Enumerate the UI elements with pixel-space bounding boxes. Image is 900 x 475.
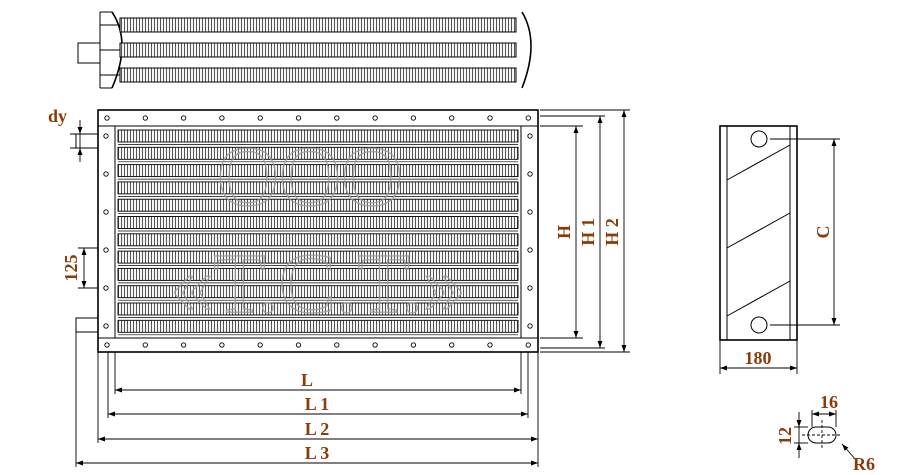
mounting-hole <box>103 323 109 329</box>
mounting-hole <box>372 342 378 348</box>
side-view-upper-port <box>750 130 768 148</box>
mounting-holes <box>103 115 533 348</box>
dim-h: H <box>540 125 583 339</box>
top-view-tube <box>119 17 517 33</box>
dim-pitch: 125 <box>61 247 98 289</box>
finned-tube <box>117 198 519 212</box>
top-view-tube <box>119 42 517 58</box>
label-h2: H 2 <box>602 218 622 246</box>
top-view-right-collector <box>521 11 532 89</box>
mounting-hole <box>525 342 531 348</box>
side-view-lower-port <box>750 316 768 334</box>
mounting-hole <box>449 115 455 121</box>
finned-tube <box>117 267 519 281</box>
label-slot-height: 12 <box>775 427 795 445</box>
mounting-hole <box>334 115 340 121</box>
mounting-hole <box>180 115 187 121</box>
finned-tube <box>117 285 519 299</box>
mounting-hole <box>257 342 263 348</box>
label-dy: dy <box>48 106 67 126</box>
mounting-hole <box>410 115 417 121</box>
mounting-hole <box>527 285 533 291</box>
top-view-tubes <box>100 17 517 83</box>
mounting-hole <box>295 115 302 121</box>
dim-l: L <box>114 352 522 394</box>
watermark-line-1: ООО <box>217 128 403 224</box>
dim-l2: L 2 <box>97 352 539 443</box>
mounting-hole <box>449 342 455 348</box>
finned-tube <box>117 233 519 247</box>
finned-tube <box>117 216 519 229</box>
label-l1: L 1 <box>305 394 330 414</box>
finned-tube <box>117 129 519 143</box>
slot-detail: 16 12 R6 <box>775 392 875 474</box>
top-view-tube <box>119 67 517 83</box>
mounting-hole <box>103 209 109 215</box>
mounting-hole <box>103 247 109 253</box>
dim-l3: L 3 <box>75 332 539 467</box>
mounting-hole <box>527 247 533 253</box>
mounting-hole <box>527 323 533 329</box>
dim-h2: H 2 <box>540 109 630 353</box>
label-l2: L 2 <box>305 419 330 439</box>
label-h1: H 1 <box>578 218 598 246</box>
dim-dy: dy <box>48 106 98 162</box>
front-view-tubes <box>117 129 519 336</box>
top-view <box>77 11 532 89</box>
label-l3: L 3 <box>305 443 330 463</box>
inlet-pipe <box>75 133 99 149</box>
mounting-hole <box>527 209 533 215</box>
front-view-frame <box>97 109 539 353</box>
label-slot-width: 16 <box>820 392 838 412</box>
mounting-hole <box>180 342 187 348</box>
mounting-hole <box>103 285 109 291</box>
mounting-hole <box>103 171 109 177</box>
watermark-line-2: «Т.С.Т.» <box>170 235 466 331</box>
dim-l1: L 1 <box>107 352 529 418</box>
mounting-hole <box>527 133 533 139</box>
finned-tube <box>117 302 519 316</box>
dim-h1: H 1 <box>540 115 605 349</box>
side-view <box>719 125 798 341</box>
finned-tube <box>117 250 519 264</box>
mounting-hole <box>525 115 531 121</box>
mounting-hole <box>104 115 110 121</box>
mounting-hole <box>527 171 533 177</box>
label-c: C <box>813 226 833 239</box>
mounting-hole <box>142 342 148 348</box>
finned-tube <box>117 181 519 195</box>
label-width: 180 <box>745 348 772 368</box>
top-view-pipe-stub <box>77 42 101 64</box>
mounting-hole <box>410 342 417 348</box>
finned-tube <box>117 164 519 178</box>
finned-tube <box>117 146 519 160</box>
mounting-hole <box>219 115 225 121</box>
mounting-hole <box>487 342 493 348</box>
label-pitch: 125 <box>61 255 81 282</box>
mounting-hole <box>487 115 493 121</box>
side-view-outer <box>719 125 798 341</box>
dim-c: C <box>770 138 840 326</box>
mounting-hole <box>103 133 109 139</box>
label-slot-radius: R6 <box>853 454 875 474</box>
front-view <box>75 109 539 353</box>
dim-width: 180 <box>719 340 798 374</box>
label-l: L <box>301 370 313 390</box>
side-view-inner <box>726 125 791 341</box>
outlet-pipe <box>75 317 99 333</box>
mounting-hole <box>334 342 340 348</box>
mounting-hole <box>142 115 148 121</box>
label-h: H <box>554 225 574 239</box>
mounting-hole <box>295 342 302 348</box>
mounting-hole <box>257 115 263 121</box>
mounting-hole <box>104 342 110 348</box>
finned-tube <box>117 319 519 333</box>
mounting-hole <box>372 115 378 121</box>
mounting-hole <box>219 342 225 348</box>
